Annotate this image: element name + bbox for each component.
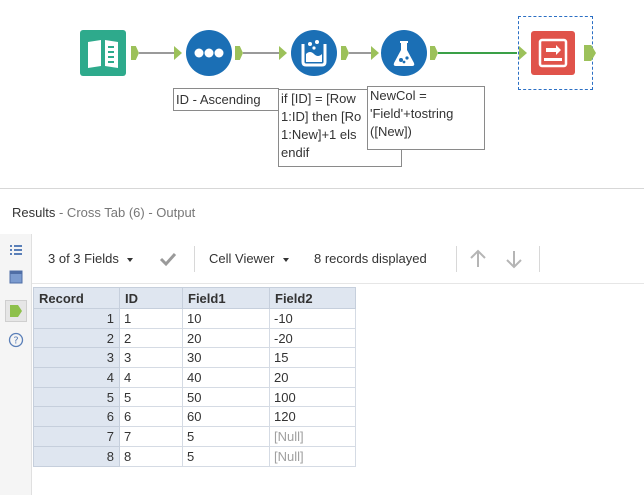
cell-viewer-label: Cell Viewer: [209, 251, 275, 266]
results-toolbar: 3 of 3 Fields Cell Viewer 8 records disp…: [32, 234, 644, 284]
cell-field1[interactable]: 50: [182, 386, 270, 408]
multirow-output-anchor[interactable]: [341, 46, 349, 60]
record-number: 5: [33, 386, 120, 408]
cell-id[interactable]: 1: [119, 308, 183, 329]
fields-selector[interactable]: 3 of 3 Fields: [48, 251, 133, 266]
list-icon[interactable]: [8, 242, 24, 258]
results-sidebar: ?: [0, 234, 32, 495]
formula-output-anchor[interactable]: [430, 46, 438, 60]
cell-field1[interactable]: 10: [182, 308, 270, 329]
cell-id[interactable]: 2: [119, 327, 183, 349]
formula-tool[interactable]: [381, 30, 427, 76]
multirow-input-anchor[interactable]: [279, 46, 287, 60]
cell-id[interactable]: 3: [119, 347, 183, 369]
cell-id[interactable]: 5: [119, 386, 183, 408]
record-number: 1: [33, 308, 120, 329]
cell-field1[interactable]: 5: [182, 445, 270, 467]
results-header: Results - Cross Tab (6) - Output: [0, 188, 644, 234]
chevron-down-icon: [126, 257, 133, 262]
cell-field1[interactable]: 60: [182, 406, 270, 428]
formula-input-anchor[interactable]: [371, 46, 379, 60]
cross-tab-tool[interactable]: [531, 31, 575, 75]
connector-sort-multirow: [243, 52, 279, 54]
column-header-field1[interactable]: Field1: [182, 287, 270, 309]
column-header-field2[interactable]: Field2: [269, 287, 356, 309]
cell-field2[interactable]: [Null]: [269, 445, 356, 467]
cell-field1[interactable]: 30: [182, 347, 270, 369]
grid-header-row: Record ID Field1 Field2: [33, 287, 356, 309]
input-output-anchor[interactable]: [131, 46, 139, 60]
sort-output-anchor[interactable]: [235, 46, 243, 60]
record-number: 6: [33, 406, 120, 428]
record-number: 3: [33, 347, 120, 369]
input-data-tool[interactable]: [80, 30, 126, 76]
crosstab-input-anchor[interactable]: [519, 46, 527, 60]
formula-annotation: NewCol = 'Field'+tostring ([New]): [367, 86, 485, 150]
record-number: 8: [33, 445, 120, 467]
crosstab-output-anchor[interactable]: [584, 45, 596, 61]
record-number: 7: [33, 426, 120, 447]
cell-field1[interactable]: 5: [182, 426, 270, 447]
book-input-icon: [80, 30, 126, 76]
chevron-down-icon: [282, 257, 289, 262]
cell-field1[interactable]: 40: [182, 367, 270, 388]
toolbar-divider: [456, 246, 457, 272]
record-number: 2: [33, 327, 120, 349]
toolbar-divider: [539, 246, 540, 272]
results-title: Results - Cross Tab (6) - Output: [12, 205, 195, 220]
sort-dots-icon: [186, 30, 232, 76]
toolbar-divider: [194, 246, 195, 272]
connector-formula-crosstab: [438, 52, 517, 54]
sort-annotation: ID - Ascending: [173, 88, 279, 111]
cell-id[interactable]: 7: [119, 426, 183, 447]
formula-flask-icon: [381, 30, 427, 76]
sort-tool[interactable]: [186, 30, 232, 76]
cell-field2[interactable]: 20: [269, 367, 356, 388]
output-anchor-tab[interactable]: [5, 300, 27, 322]
cell-field2[interactable]: [Null]: [269, 426, 356, 447]
column-header-record[interactable]: Record: [33, 287, 120, 309]
cell-viewer-selector[interactable]: Cell Viewer: [209, 251, 289, 266]
arrow-up-icon[interactable]: [468, 248, 488, 270]
cell-id[interactable]: 8: [119, 445, 183, 467]
results-label: Results: [12, 205, 56, 220]
arrow-down-icon[interactable]: [504, 248, 524, 270]
cell-field2[interactable]: 15: [269, 347, 356, 369]
records-count: 8 records displayed: [314, 251, 427, 266]
column-header-id[interactable]: ID: [119, 287, 183, 309]
cell-field2[interactable]: -20: [269, 327, 356, 349]
cell-id[interactable]: 6: [119, 406, 183, 428]
cell-field2[interactable]: 100: [269, 386, 356, 408]
workflow-canvas[interactable]: ID - Ascending if [ID] = [Row 1:ID] then…: [0, 0, 644, 188]
fields-selector-label: 3 of 3 Fields: [48, 251, 119, 266]
cell-field2[interactable]: 120: [269, 406, 356, 428]
record-number: 4: [33, 367, 120, 388]
results-source: - Cross Tab (6) - Output: [58, 205, 196, 220]
apply-checkmark-icon[interactable]: [158, 249, 178, 269]
crosstab-icon: [531, 31, 575, 75]
help-icon[interactable]: ?: [8, 332, 24, 348]
sort-input-anchor[interactable]: [174, 46, 182, 60]
anchor-tab-icon: [10, 305, 22, 317]
multirow-formula-icon: [291, 30, 337, 76]
cell-field2[interactable]: -10: [269, 308, 356, 329]
connector-multirow-formula: [349, 52, 371, 54]
table-view-icon[interactable]: [8, 269, 24, 285]
svg-text:?: ?: [13, 336, 18, 347]
multi-row-formula-tool[interactable]: [291, 30, 337, 76]
cell-id[interactable]: 4: [119, 367, 183, 388]
cell-field1[interactable]: 20: [182, 327, 270, 349]
connector-input-sort: [139, 52, 174, 54]
